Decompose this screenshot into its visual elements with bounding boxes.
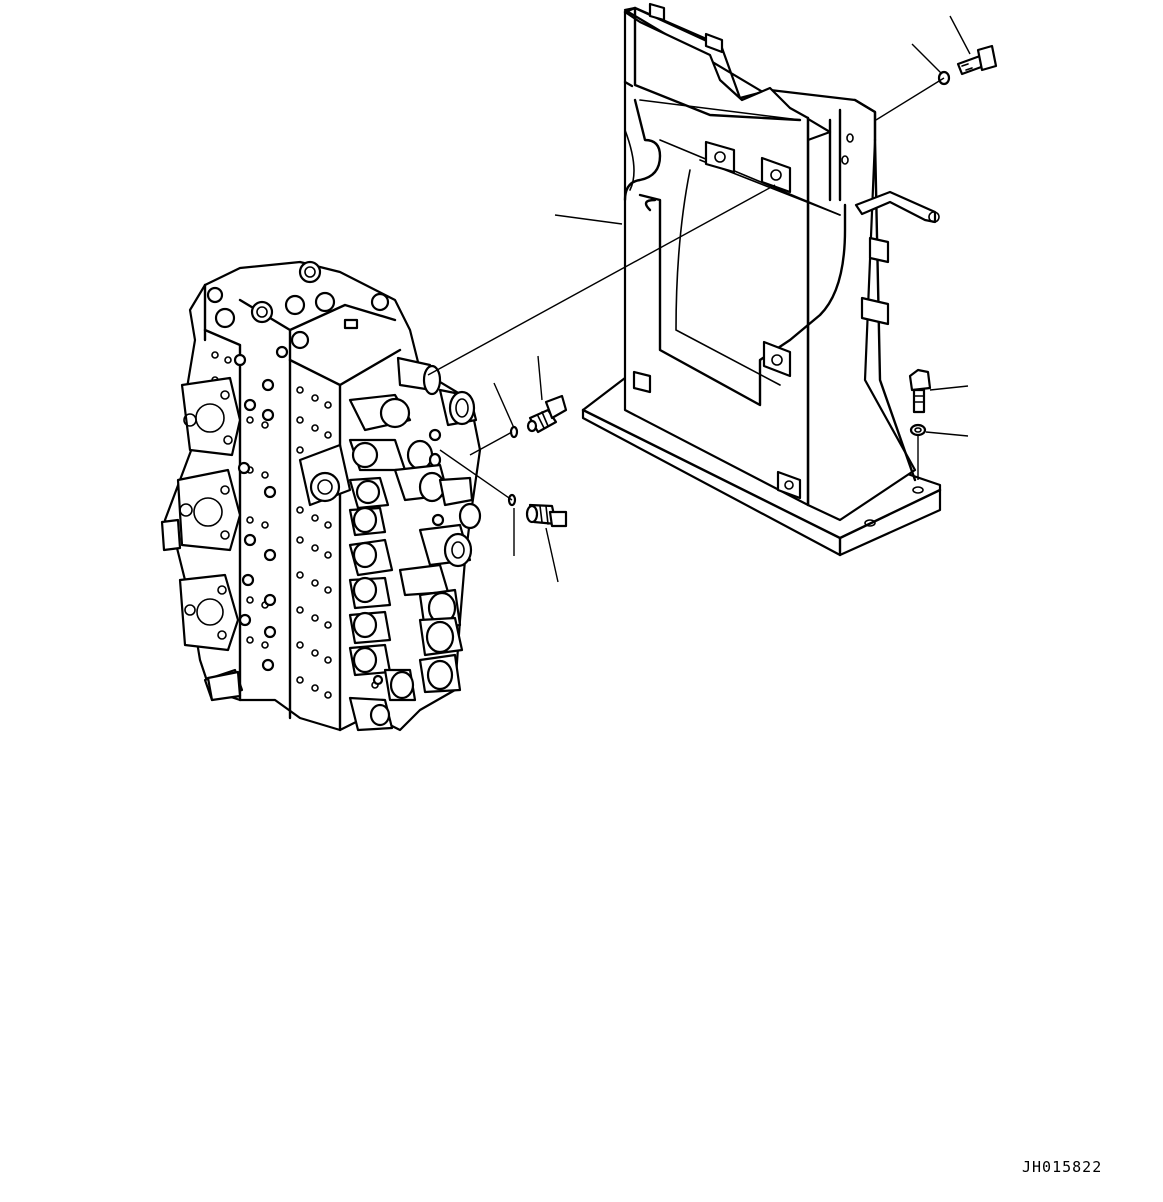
main-control-valve: [160, 260, 482, 732]
top-bolts: [206, 260, 390, 350]
pressure-sensor-upper: [526, 394, 568, 434]
spool-caps: [206, 356, 482, 732]
pressure-sensor-lower: [525, 503, 568, 528]
mounting-bolt-lower: [908, 368, 932, 414]
washer-lower: [909, 423, 927, 437]
valve-mounting-bracket: [581, 2, 942, 557]
drawing-code: JH015822: [1022, 1158, 1103, 1176]
leader-lines: [427, 15, 971, 583]
small-studs: [233, 345, 445, 686]
mounting-bolt-upper: [956, 44, 998, 76]
